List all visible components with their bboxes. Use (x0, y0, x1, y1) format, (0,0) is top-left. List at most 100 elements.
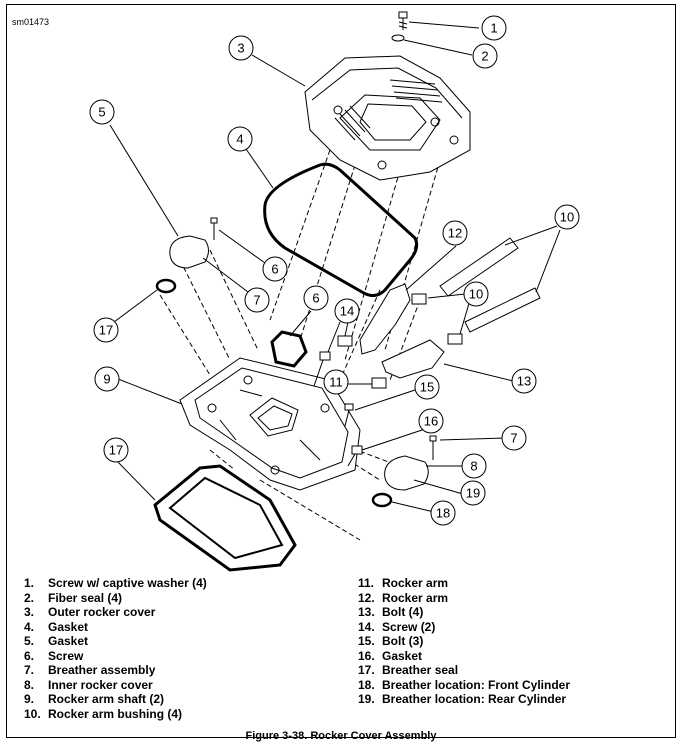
legend-item: 10.Rocker arm bushing (4) (24, 707, 207, 722)
legend-number: 8. (24, 677, 35, 692)
callout-19: 19 (460, 480, 486, 506)
callout-number: 5 (98, 105, 105, 120)
legend-number: 2. (24, 590, 35, 605)
legend-number: 16. (358, 648, 375, 663)
callout-number: 17 (99, 323, 113, 338)
callout-number: 11 (329, 375, 343, 390)
legend-item: 1.Screw w/ captive washer (4) (24, 576, 207, 591)
callout-3: 3 (228, 35, 254, 61)
legend-number: 4. (24, 619, 35, 634)
legend-text: Inner rocker cover (48, 677, 153, 692)
callout-number: 18 (436, 506, 450, 521)
screw-with-washer-part (398, 11, 408, 30)
callout-number: 2 (481, 49, 488, 64)
callout-number: 6 (271, 262, 278, 277)
callout-12: 12 (442, 220, 468, 246)
legend-text: Screw (48, 648, 84, 663)
callout-number: 10 (560, 210, 574, 225)
legend-item: 6. Screw (24, 649, 207, 664)
callout-2: 2 (472, 43, 498, 69)
small-gasket-part (270, 330, 308, 368)
legend-number: 6. (24, 648, 35, 663)
legend-number: 18. (358, 677, 375, 692)
callout-6: 6 (262, 256, 288, 282)
legend-item: 9.Rocker arm shaft (2) (24, 692, 207, 707)
legend-item: 18.Breather location: Front Cylinder (358, 678, 570, 693)
callout-number: 8 (470, 459, 477, 474)
legend-number: 14. (358, 619, 375, 634)
legend-item: 5.Gasket (24, 634, 207, 649)
bolt-part (313, 351, 331, 387)
callout-7: 7 (501, 425, 527, 451)
outer-rocker-cover-part (304, 55, 471, 181)
legend-item: 17.Breather seal (358, 663, 570, 678)
legend-item: 15. Bolt (3) (358, 634, 570, 649)
rocker-arm-shaft-parts (439, 237, 541, 333)
legend-number: 10. (24, 706, 41, 721)
rocker-arm-bushing-parts (337, 293, 463, 389)
callout-number: 3 (237, 41, 244, 56)
legend-item: 12. Rocker arm (358, 591, 570, 606)
callout-number: 14 (340, 304, 354, 319)
callout-number: 15 (420, 380, 434, 395)
callout-number: 1 (490, 21, 497, 36)
legend-number: 1. (24, 576, 35, 590)
callout-17: 17 (103, 437, 129, 463)
legend-text: Bolt (3) (382, 634, 424, 648)
legend-item: 13. Bolt (4) (358, 605, 570, 620)
callout-13: 13 (511, 368, 537, 394)
legend-number: 13. (358, 605, 375, 619)
callout-14: 14 (334, 298, 360, 324)
legend-item: 7. Breather assembly (24, 663, 207, 678)
legend-text: Rocker arm (382, 590, 449, 605)
leader-lines (109, 21, 561, 513)
legend-text: Gasket (48, 634, 89, 648)
callout-number: 9 (103, 372, 110, 387)
fiber-seal-part (391, 34, 405, 42)
callout-number: 17 (109, 443, 123, 458)
legend-number: 12. (358, 590, 375, 605)
callout-number: 7 (510, 431, 517, 446)
callout-number: 16 (424, 414, 438, 429)
legend-text: Breather assembly (48, 663, 156, 677)
lower-gasket-part (153, 464, 297, 572)
callout-15: 15 (414, 374, 440, 400)
legend-number: 15. (358, 634, 375, 648)
legend-number: 7. (24, 663, 35, 677)
legend-item: 3.Outer rocker cover (24, 605, 207, 620)
callout-8: 8 (461, 453, 487, 479)
callout-number: 19 (466, 486, 480, 501)
rocker-arm-upper-part (359, 283, 411, 355)
legend-number: 3. (24, 605, 35, 619)
callout-number: 13 (517, 374, 531, 389)
callout-11: 11 (323, 369, 349, 395)
legend-number: 17. (358, 663, 375, 677)
legend-text: Breather location: Rear Cylinder (382, 692, 567, 706)
callout-1: 1 (481, 15, 507, 41)
callout-number: 10 (469, 287, 483, 302)
gasket-outer-part (263, 162, 419, 297)
legend-text: Bolt (4) (382, 605, 424, 619)
callout-18: 18 (430, 500, 456, 526)
legend-item: 8. Inner rocker cover (24, 678, 207, 693)
legend-number: 11. (358, 576, 375, 590)
inner-rocker-cover-part (179, 357, 361, 491)
callout-17: 17 (93, 317, 119, 343)
callout-10: 10 (554, 204, 580, 230)
legend-left-column: 1.Screw w/ captive washer (4)2. Fiber sea… (24, 576, 207, 721)
rocker-arm-lower-part (381, 339, 445, 379)
legend-item: 14. Screw (2) (358, 620, 570, 635)
legend-text: Screw (2) (382, 619, 436, 634)
figure-ref-code: sm01473 (12, 17, 50, 27)
legend-text: Fiber seal (4) (48, 590, 123, 605)
figure-caption: Figure 3-38. Rocker Cover Assembly (245, 730, 437, 742)
legend-text: Gasket (48, 619, 89, 634)
front-breather-part (155, 217, 218, 294)
legend-item: 19.Breather location: Rear Cylinder (358, 692, 570, 707)
callout-4: 4 (227, 126, 253, 152)
callout-9: 9 (94, 366, 120, 392)
legend-text: Gasket (382, 648, 423, 663)
